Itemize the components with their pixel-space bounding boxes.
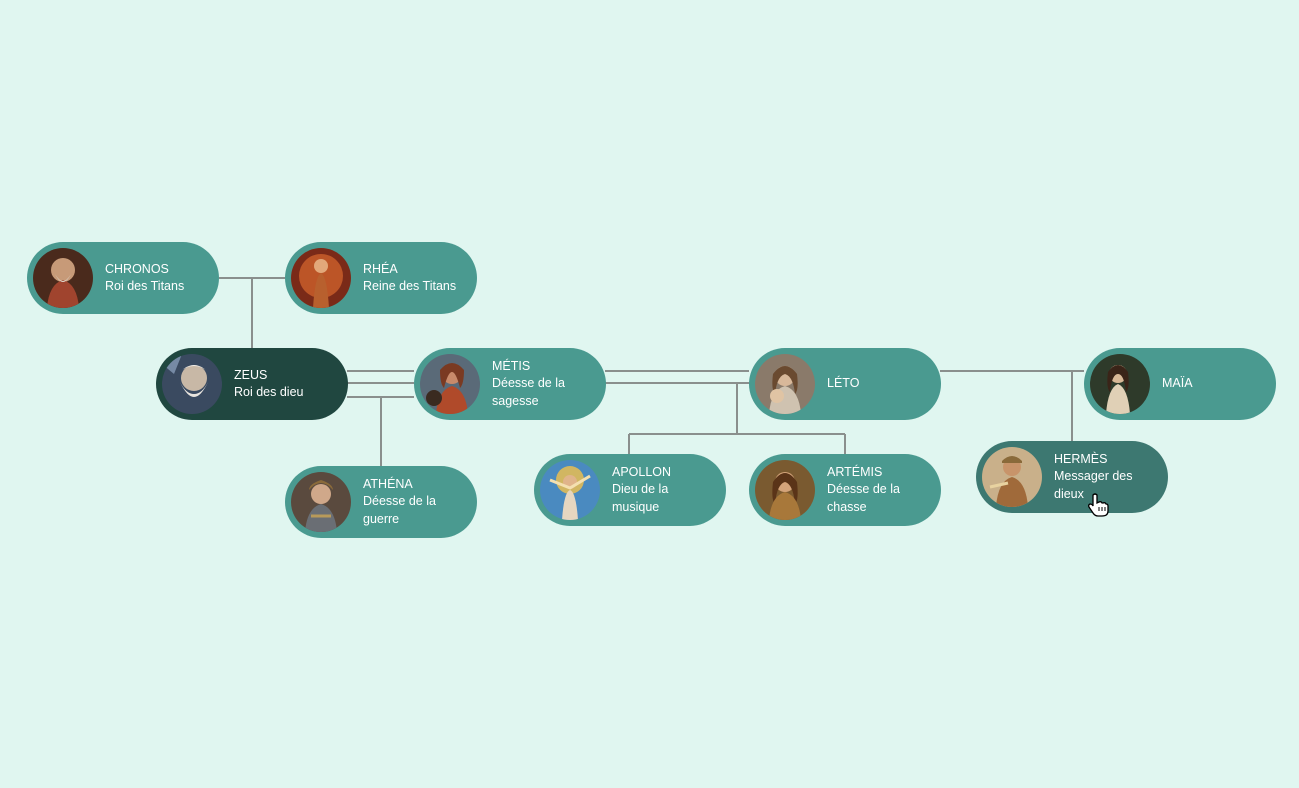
rhea-title: Reine des Titans	[363, 279, 457, 293]
node-zeus[interactable]: ZEUS Roi des dieu	[156, 348, 348, 420]
chronos-name: CHRONOS	[105, 261, 169, 276]
artemis-title: Déesse de la chasse	[827, 482, 900, 514]
hermes-name: HERMÈS	[1054, 451, 1108, 466]
zeus-name: ZEUS	[234, 367, 268, 382]
apollon-title: Dieu de la musique	[612, 482, 669, 514]
zeus-portrait-icon	[162, 354, 222, 414]
node-hermes[interactable]: HERMÈS Messager des dieux	[976, 441, 1168, 513]
apollon-portrait-icon	[540, 460, 600, 520]
artemis-name: ARTÉMIS	[827, 464, 883, 479]
hermes-portrait-icon	[982, 447, 1042, 507]
athena-name: ATHÉNA	[363, 476, 413, 491]
metis-title: Déesse de la sagesse	[492, 376, 565, 408]
node-rhea[interactable]: RHÉA Reine des Titans	[285, 242, 477, 314]
maia-name: MAÏA	[1162, 376, 1193, 391]
apollon-name: APOLLON	[612, 464, 672, 479]
leto-portrait-icon	[755, 354, 815, 414]
athena-title: Déesse de la guerre	[363, 494, 436, 526]
rhea-portrait-icon	[291, 248, 351, 308]
node-maia[interactable]: MAÏA	[1084, 348, 1276, 420]
node-apollon[interactable]: APOLLON Dieu de la musique	[534, 454, 726, 526]
hand-pointer-icon	[1087, 493, 1109, 522]
zeus-title: Roi des dieu	[234, 385, 304, 399]
maia-portrait-icon	[1090, 354, 1150, 414]
node-athena[interactable]: ATHÉNA Déesse de la guerre	[285, 466, 477, 538]
hermes-title: Messager des dieux	[1054, 469, 1133, 501]
metis-name: MÉTIS	[492, 358, 531, 373]
athena-portrait-icon	[291, 472, 351, 532]
leto-name: LÉTO	[827, 376, 860, 391]
node-leto[interactable]: LÉTO	[749, 348, 941, 420]
node-metis[interactable]: MÉTIS Déesse de la sagesse	[414, 348, 606, 420]
chronos-portrait-icon	[33, 248, 93, 308]
chronos-title: Roi des Titans	[105, 279, 185, 293]
metis-portrait-icon	[420, 354, 480, 414]
rhea-name: RHÉA	[363, 261, 398, 276]
artemis-portrait-icon	[755, 460, 815, 520]
node-chronos[interactable]: CHRONOS Roi des Titans	[27, 242, 219, 314]
node-artemis[interactable]: ARTÉMIS Déesse de la chasse	[749, 454, 941, 526]
